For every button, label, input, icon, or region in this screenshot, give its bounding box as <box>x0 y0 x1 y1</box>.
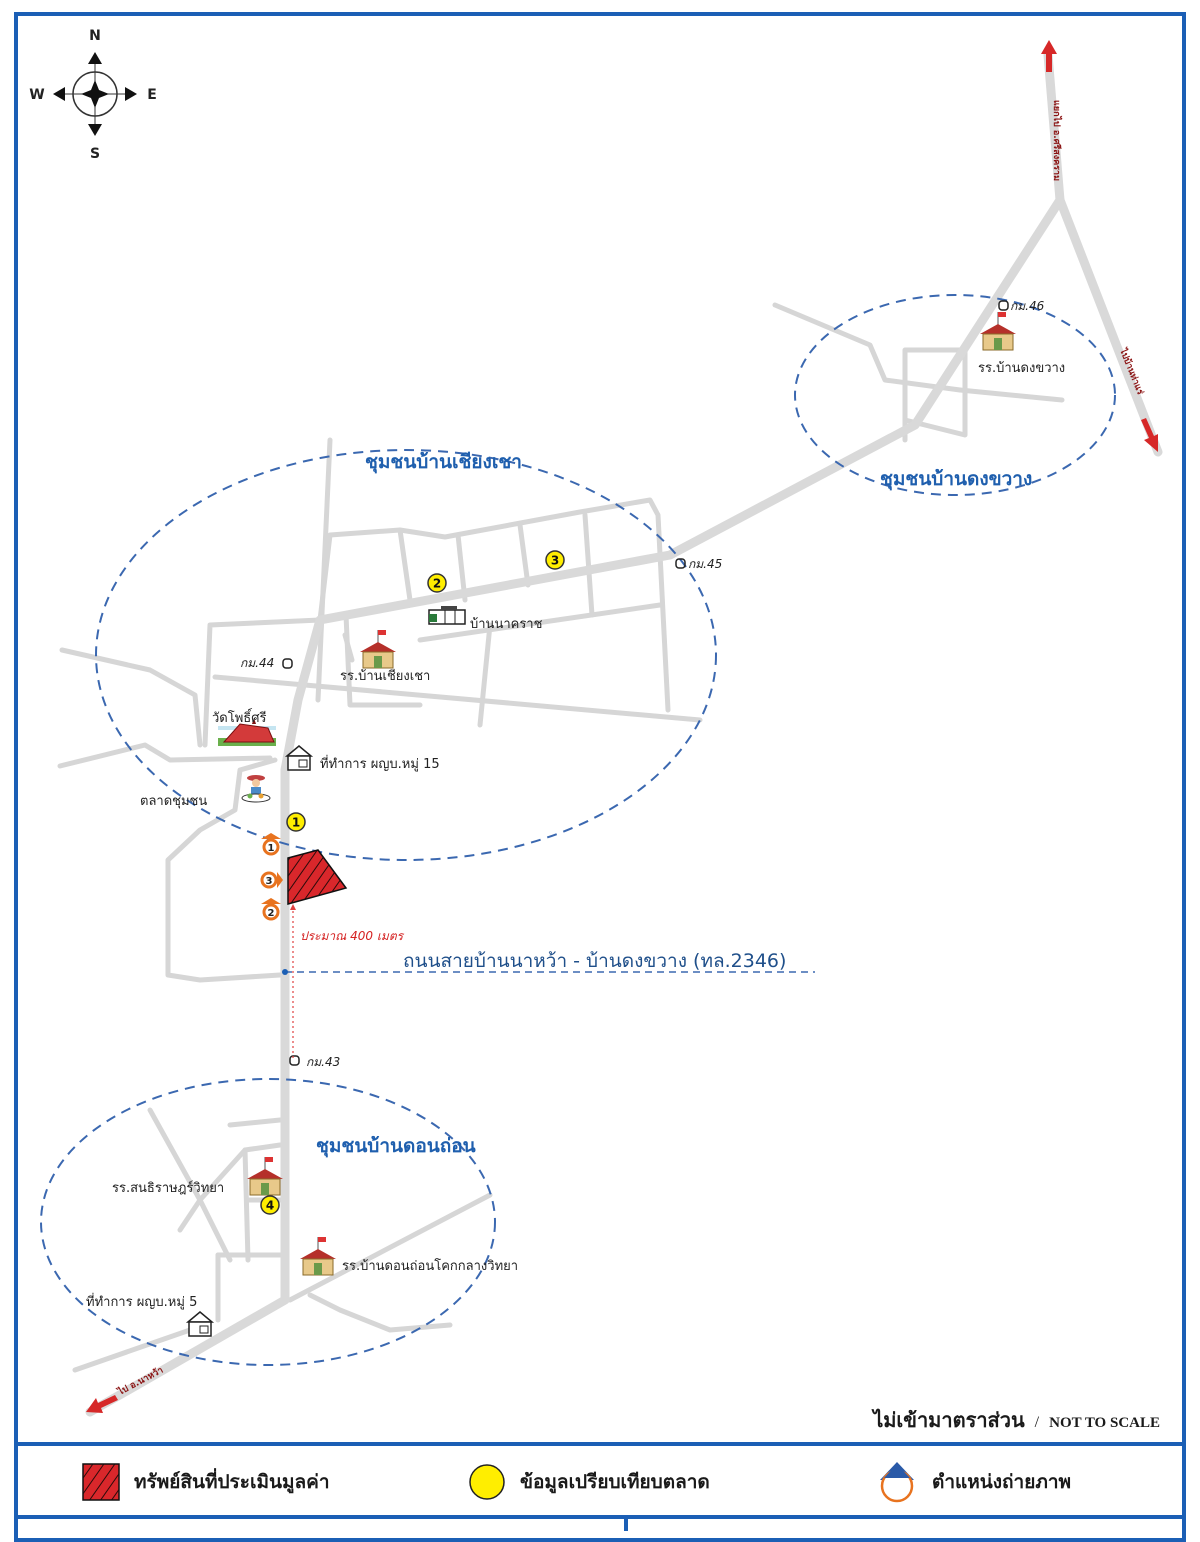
distance-note: ประมาณ 400 เมตร <box>300 929 405 943</box>
market-icon <box>241 775 271 803</box>
arrow-southwest-icon <box>86 1395 118 1413</box>
legend-label-comparable: ข้อมูลเปรียบเทียบตลาด <box>520 1471 710 1493</box>
legend-top-divider <box>14 1442 1186 1446</box>
community-outline-dongkhwang <box>794 294 1116 496</box>
school-icon <box>360 630 396 669</box>
village-office-icon <box>185 1311 215 1337</box>
km-marker-44: กม.44 <box>240 656 274 670</box>
legend-item-comparable: ข้อมูลเปรียบเทียบตลาด <box>468 1452 710 1512</box>
direction-arrows <box>86 40 1158 1413</box>
comparable-number: 3 <box>551 554 559 568</box>
photo-point-number: 1 <box>268 843 275 854</box>
map-frame <box>14 12 1186 1542</box>
arrow-north-icon <box>1041 40 1057 72</box>
comparable-marker-icon <box>469 1464 505 1500</box>
comparable-number: 2 <box>433 577 441 591</box>
village-office-icon <box>284 745 314 771</box>
main-road <box>85 50 1163 1417</box>
scale-note-thai: ไม่เข้ามาตราส่วน <box>873 1408 1025 1432</box>
community-name-chiangchao: ชุมชนบ้านเชียงเชา <box>365 451 522 474</box>
comparable-marker[interactable]: 1 <box>286 812 306 832</box>
subject-property-icon <box>82 1463 120 1501</box>
direction-north-label: แยกไป อ.ศรีสงคราม <box>1051 100 1063 181</box>
comparable-marker[interactable]: 3 <box>545 550 565 570</box>
legend-label-subject: ทรัพย์สินที่ประเมินมูลค่า <box>134 1471 330 1493</box>
photo-point-marker[interactable]: 1 <box>261 833 281 856</box>
km-marker-46: กม.46 <box>1010 299 1045 313</box>
compass-s: S <box>90 146 100 162</box>
label-market: ตลาดชุมชน <box>140 794 207 809</box>
compass-w: W <box>29 87 44 103</box>
distance-arrow-icon <box>290 904 296 910</box>
school-icon <box>247 1157 283 1196</box>
label-ban-nakhrat: บ้านนาคราช <box>470 617 543 632</box>
legend-item-photo: ตำแหน่งถ่ายภาพ <box>876 1452 1071 1512</box>
label-office-moo5: ที่ทำการ ผญบ.หมู่ 5 <box>86 1293 197 1310</box>
comparable-marker[interactable]: 4 <box>260 1195 280 1215</box>
scale-note-separator: / <box>1034 1414 1040 1431</box>
compass-n: N <box>89 28 101 44</box>
photo-point-number: 3 <box>266 876 273 887</box>
label-school-dongkhwang: รร.บ้านดงขวาง <box>978 361 1065 376</box>
temple-icon <box>218 718 276 746</box>
label-wat-phosri: วัดโพธิ์ศรี <box>212 708 266 726</box>
photo-point-marker[interactable]: 3 <box>260 871 283 889</box>
road-point-icon <box>282 969 288 975</box>
comparable-marker[interactable]: 2 <box>427 573 447 593</box>
km-marker-icon <box>998 300 1009 311</box>
arrow-southeast-icon <box>1141 418 1158 452</box>
scale-note: ไม่เข้ามาตราส่วน / NOT TO SCALE <box>873 1404 1160 1436</box>
legend-label-photo: ตำแหน่งถ่ายภาพ <box>932 1471 1072 1493</box>
km-marker-icon <box>289 1055 300 1066</box>
road-name-label: ถนนสายบ้านนาหว้า - บ้านดงขวาง (ทล.2346) <box>403 950 786 972</box>
school-icon <box>300 1237 336 1276</box>
label-office-moo15: ที่ทำการ ผญบ.หมู่ 15 <box>320 755 440 772</box>
comparable-number: 4 <box>266 1199 274 1213</box>
community-outline-chiangchao <box>95 449 717 861</box>
comparable-number: 1 <box>292 816 300 830</box>
community-name-dongkhwang: ชุมชนบ้านดงขวาง <box>880 468 1032 491</box>
compass-e: E <box>147 87 157 103</box>
subject-property[interactable] <box>287 849 348 905</box>
village-building-icon <box>428 606 466 625</box>
label-school-chiangchao: รร.บ้านเชียงเชา <box>340 668 430 684</box>
community-outlines <box>40 294 1116 1366</box>
compass-rose-icon <box>53 52 137 136</box>
photo-point-icon <box>880 1462 914 1503</box>
community-name-donthon: ชุมชนบ้านดอนถ่อน <box>316 1135 476 1158</box>
school-icon <box>980 312 1016 351</box>
km-marker-43: กม.43 <box>306 1055 340 1069</box>
label-school-sonthirat: รร.สนธิราษฎร์วิทยา <box>112 1180 224 1196</box>
km-marker-45: กม.45 <box>688 557 722 571</box>
scale-note-english: NOT TO SCALE <box>1049 1415 1160 1431</box>
label-school-donthon: รร.บ้านดอนถ่อนโคกกลางวิทยา <box>342 1258 518 1274</box>
community-outline-donthon <box>40 1078 496 1366</box>
photo-point-marker[interactable]: 2 <box>261 898 281 921</box>
photo-point-number: 2 <box>268 908 275 919</box>
minor-roads <box>57 302 1065 1373</box>
km-marker-icon <box>675 558 686 569</box>
legend-item-subject: ทรัพย์สินที่ประเมินมูลค่า <box>82 1452 330 1512</box>
footer-divider <box>624 1519 628 1531</box>
legend-bottom-divider <box>14 1515 1186 1519</box>
km-marker-icon <box>282 658 293 669</box>
